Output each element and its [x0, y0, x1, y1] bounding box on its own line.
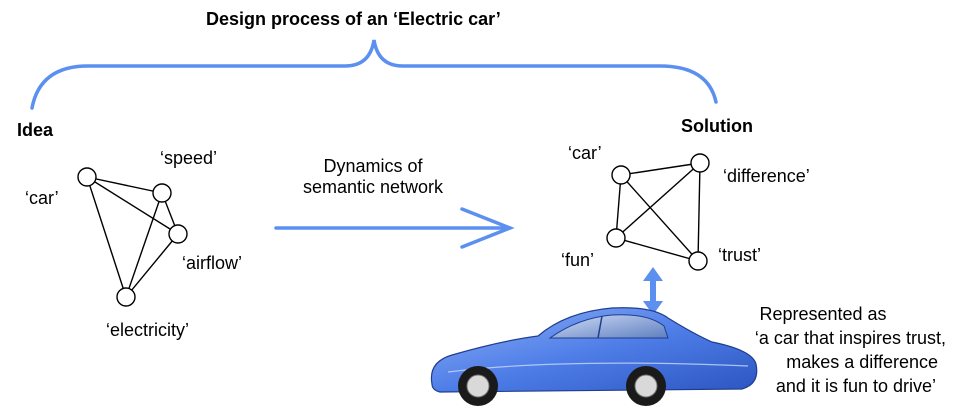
solution-network-edges: [615, 162, 701, 262]
solution-label-difference: ‘difference’: [723, 166, 810, 186]
representation-line1: Represented as: [759, 304, 887, 324]
idea-label-airflow: ‘airflow’: [182, 253, 243, 273]
solution-edge-fun-trust: [615, 237, 699, 262]
arrow-label-line1: Dynamics of: [323, 156, 423, 176]
car-window: [548, 314, 669, 339]
idea-heading: Idea: [17, 120, 54, 140]
solution-label-car: ‘car’: [568, 143, 602, 163]
idea-edge-airflow-electricity: [125, 233, 179, 298]
solution-edge-car-difference: [620, 162, 701, 176]
solution-edge-difference-trust: [697, 162, 701, 262]
representation-line4: and it is fun to drive’: [775, 376, 936, 396]
represented-double-arrow: [643, 267, 663, 315]
idea-node-electricity: [116, 287, 136, 307]
solution-node-trust: [688, 251, 708, 271]
idea-label-speed: ‘speed’: [160, 148, 218, 168]
solution-node-difference: [690, 153, 710, 173]
solution-edge-difference-fun: [615, 162, 701, 239]
solution-edge-car-fun: [615, 174, 622, 239]
idea-network-edges: [86, 176, 179, 298]
dynamics-arrow: [274, 207, 515, 249]
idea-node-car: [77, 167, 97, 187]
diagram-title: Design process of an ‘Electric car’: [206, 9, 501, 29]
car-body: [430, 307, 758, 393]
electric-car-image: [430, 307, 758, 406]
solution-label-trust: ‘trust’: [718, 245, 762, 265]
representation-line3: makes a difference: [786, 352, 938, 372]
solution-label-fun: ‘fun’: [561, 250, 595, 270]
solution-node-fun: [606, 228, 626, 248]
idea-edge-car-speed: [86, 176, 163, 194]
idea-node-speed: [152, 183, 172, 203]
solution-edge-car-trust: [620, 174, 699, 262]
representation-line2: ‘a car that inspires trust,: [754, 328, 946, 348]
solution-heading: Solution: [681, 116, 753, 136]
solution-node-car: [611, 165, 631, 185]
solution-network-nodes: [606, 153, 710, 271]
idea-network-nodes: [77, 167, 188, 307]
idea-label-car: ‘car’: [25, 188, 59, 208]
idea-edge-car-electricity: [86, 176, 127, 298]
idea-label-electricity: ‘electricity’: [106, 320, 190, 340]
arrow-label-line2: semantic network: [302, 177, 444, 197]
process-brace: [30, 39, 718, 110]
idea-node-airflow: [168, 224, 188, 244]
idea-edge-speed-electricity: [125, 192, 163, 298]
idea-edge-car-airflow: [86, 176, 179, 235]
